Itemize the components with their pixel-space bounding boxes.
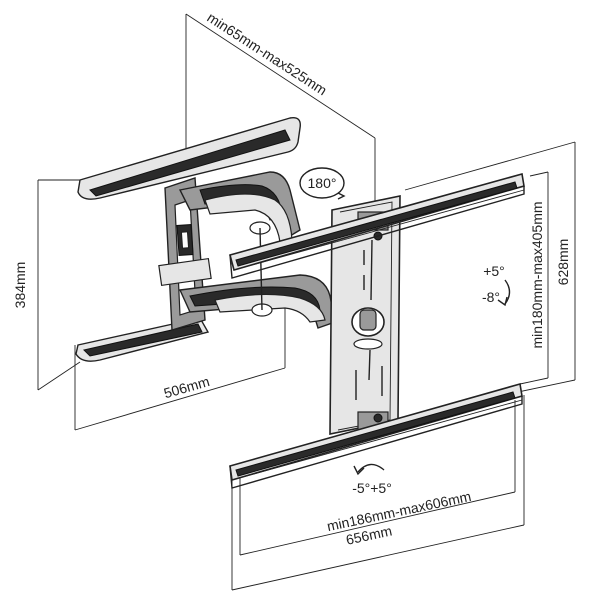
tilt-down-label: -8° <box>482 289 500 305</box>
articulating-arms <box>158 171 336 329</box>
wall-plate <box>75 117 301 362</box>
upper-rail <box>229 172 525 279</box>
tilt-up-label: +5° <box>483 263 505 279</box>
swivel-label: 180° <box>308 175 337 191</box>
bracket-height-label: 628mm <box>555 239 571 286</box>
depth-label: min65mm-max525mm <box>204 9 329 98</box>
rotation-indicator: -5°+5° <box>352 463 392 496</box>
vesa-horizontal-label: min186mm-max606mm <box>325 488 472 534</box>
tilt-indicator: +5° -8° <box>482 263 511 307</box>
wall-height-label: 384mm <box>12 262 28 309</box>
lower-rail <box>229 382 523 489</box>
rotation-label: -5°+5° <box>352 480 392 496</box>
swivel-indicator: 180° <box>299 167 346 200</box>
vesa-vertical-label: min180mm-max405mm <box>529 201 545 348</box>
